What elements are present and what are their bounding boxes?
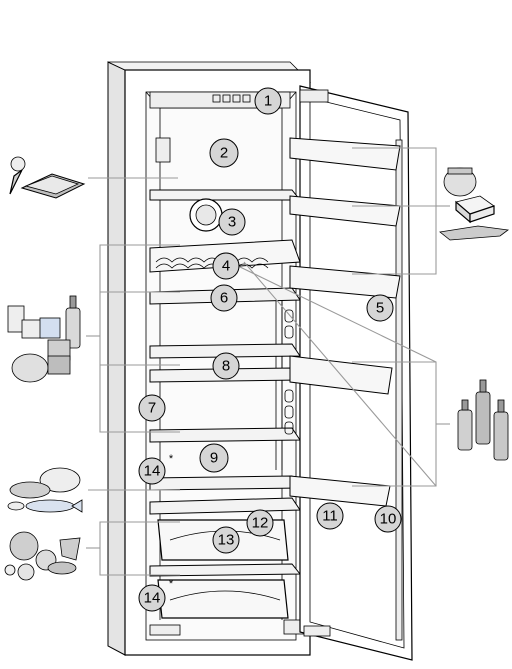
callout-8: 8 xyxy=(212,352,240,380)
svg-text:14: 14 xyxy=(144,590,161,607)
leader-lines xyxy=(86,147,450,576)
svg-text:1: 1 xyxy=(264,93,272,110)
callout-5: 5 xyxy=(366,294,394,322)
svg-text:8: 8 xyxy=(222,358,230,375)
svg-text:12: 12 xyxy=(252,515,269,532)
svg-text:13: 13 xyxy=(218,532,235,549)
butter-jar-illustration xyxy=(439,167,510,241)
svg-text:14: 14 xyxy=(144,463,161,480)
callout-4: 4 xyxy=(212,252,240,280)
door xyxy=(284,85,413,661)
svg-text:10: 10 xyxy=(380,511,397,528)
svg-text:7: 7 xyxy=(148,400,156,417)
callout-11: 11 xyxy=(316,502,344,530)
asterisk-lower: * xyxy=(169,578,174,590)
callout-12: 12 xyxy=(246,509,274,537)
asterisk-upper: * xyxy=(169,453,174,465)
fish-illustration xyxy=(7,467,83,513)
callout-14-upper: 14 xyxy=(138,457,166,485)
callout-14-lower: 14 xyxy=(138,584,166,612)
callout-2: 2 xyxy=(209,138,239,168)
svg-text:4: 4 xyxy=(222,258,230,275)
svg-text:3: 3 xyxy=(228,214,236,231)
callout-6: 6 xyxy=(210,284,238,312)
dairy-illustration xyxy=(7,295,81,383)
svg-text:9: 9 xyxy=(210,450,218,467)
callout-10: 10 xyxy=(374,505,402,533)
callout-13: 13 xyxy=(212,526,240,554)
callout-3: 3 xyxy=(218,208,246,236)
svg-text:5: 5 xyxy=(376,300,384,317)
svg-text:11: 11 xyxy=(322,508,338,525)
svg-text:6: 6 xyxy=(220,290,228,307)
svg-text:2: 2 xyxy=(220,145,228,162)
frozen-food-illustration xyxy=(9,156,86,199)
callout-1: 1 xyxy=(254,87,282,115)
bottles-illustration xyxy=(457,379,509,461)
callout-9: 9 xyxy=(199,443,229,473)
vegetables-illustration xyxy=(4,531,81,581)
callout-7: 7 xyxy=(138,394,166,422)
